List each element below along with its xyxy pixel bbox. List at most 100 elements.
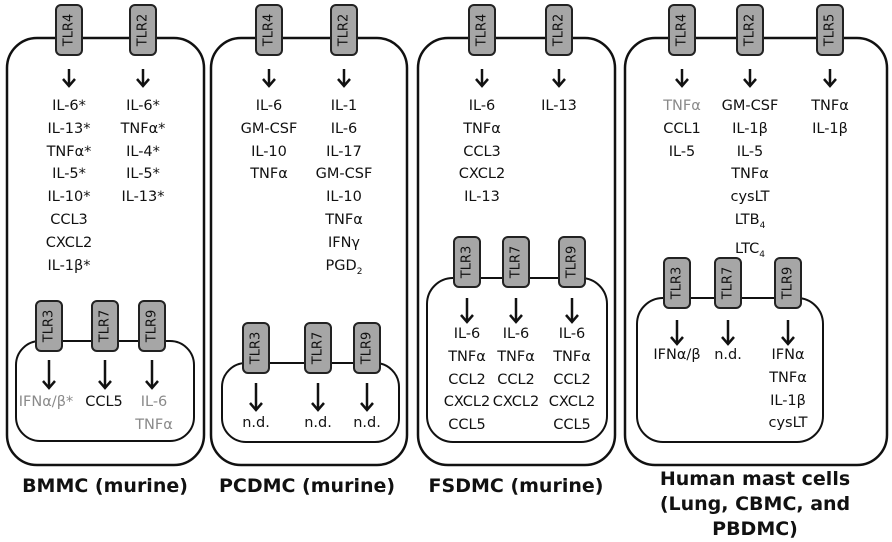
output-item: CCL1 xyxy=(663,120,701,137)
receptor-label: TLR2 xyxy=(743,14,758,48)
receptor-box xyxy=(774,257,802,309)
output-item: CCL5 xyxy=(85,394,123,410)
cell-outline xyxy=(5,36,206,467)
output-item: TNFα xyxy=(553,348,591,365)
receptor-label: TLR7 xyxy=(721,267,736,301)
arrow xyxy=(98,360,112,390)
arrow-head xyxy=(509,314,523,324)
arrow-head xyxy=(460,314,474,324)
output-list-pcdmc-tlr9: n.d. xyxy=(337,412,397,435)
output-item: CCL2 xyxy=(497,371,535,388)
receptor-tlr7: TLR7 xyxy=(714,257,742,309)
output-item: IL-5* xyxy=(52,166,86,183)
arrow-head xyxy=(565,314,579,324)
receptor-box xyxy=(545,4,573,56)
output-list-bmmc-tlr3: IFNα/β* xyxy=(4,391,88,414)
output-list-human-tlr5: TNFα IL-1β xyxy=(790,95,870,141)
arrow xyxy=(509,298,523,324)
output-item: IL-5* xyxy=(126,166,160,183)
receptor-label: TLR2 xyxy=(337,14,352,48)
arrow xyxy=(460,298,474,324)
output-list-bmmc-tlr9: IL-6 TNFα xyxy=(112,391,196,437)
receptor-box xyxy=(35,300,63,352)
output-item: LTB4 xyxy=(700,209,800,238)
arrow xyxy=(262,69,276,88)
receptor-label: TLR4 xyxy=(262,14,277,48)
cell-outline xyxy=(416,36,617,467)
output-item: CXCL2 xyxy=(458,166,506,183)
cell-outline xyxy=(209,36,409,467)
receptor-tlr7: TLR7 xyxy=(502,236,530,288)
output-item: n.d. xyxy=(242,415,270,431)
output-text: LTB xyxy=(734,211,760,228)
arrow xyxy=(675,69,689,88)
receptor-box xyxy=(736,4,764,56)
output-item: IL-13 xyxy=(541,98,577,114)
arrow xyxy=(249,383,263,412)
arrow xyxy=(337,69,351,88)
receptor-tlr5: TLR5 xyxy=(816,4,844,56)
output-item: IL-13* xyxy=(47,120,91,137)
output-item: IL-5 xyxy=(736,143,764,160)
receptor-box xyxy=(558,236,586,288)
output-list-fsdmc-tlr4: IL-6 TNFα CCL3 CXCL2 IL-13 xyxy=(427,95,537,209)
output-text: PGD xyxy=(325,257,357,274)
output-item: IFNα/β xyxy=(653,347,701,363)
receptor-label: TLR3 xyxy=(670,267,685,301)
arrow-head xyxy=(823,78,837,88)
arrow xyxy=(721,320,735,346)
arrow-head xyxy=(743,78,757,88)
receptor-label: TLR3 xyxy=(249,332,264,366)
output-list-human-tlr4: TNFα CCL1 IL-5 xyxy=(632,95,732,163)
output-item: TNFα xyxy=(463,120,501,137)
output-item: IL-1β* xyxy=(47,257,91,274)
receptor-tlr7: TLR7 xyxy=(304,322,332,374)
arrow-head xyxy=(721,336,735,346)
receptor-tlr4: TLR4 xyxy=(668,4,696,56)
receptor-label: TLR9 xyxy=(360,332,375,366)
output-item: IL-13 xyxy=(464,189,500,206)
output-item: IFNα/β* xyxy=(18,394,74,410)
arrow xyxy=(781,320,795,346)
receptor-box xyxy=(242,322,270,374)
output-item: CCL5 xyxy=(448,417,486,434)
output-item: IL-17 xyxy=(326,143,362,160)
output-item: IL-6 xyxy=(453,326,481,342)
output-item: n.d. xyxy=(304,415,332,431)
output-list-human-tlr2: GM-CSF IL-1β IL-5 TNFα cysLT LTB4 LTC4 xyxy=(700,95,800,266)
output-list-human-tlr7: n.d. xyxy=(698,344,758,367)
arrow-head xyxy=(675,78,689,88)
output-item: IL-1β xyxy=(812,120,848,137)
output-item: IL-1β xyxy=(770,392,806,409)
arrow xyxy=(360,383,374,412)
output-item: IL-10* xyxy=(47,189,91,206)
receptor-box xyxy=(353,322,381,374)
receptor-label: TLR7 xyxy=(98,310,113,344)
output-item: IL-6 xyxy=(255,98,283,114)
receptor-box xyxy=(304,322,332,374)
receptor-tlr2: TLR2 xyxy=(129,4,157,56)
receptor-box xyxy=(468,4,496,56)
output-list-fsdmc-tlr7: IL-6 TNFα CCL2 CXCL2 xyxy=(478,323,554,414)
arrow-head xyxy=(670,336,684,346)
output-list-fsdmc-tlr3: IL-6 TNFα CCL2 CXCL2 CCL5 xyxy=(429,323,505,437)
arrow xyxy=(311,383,325,412)
arrow xyxy=(565,298,579,324)
output-item: IL-6 xyxy=(558,326,586,342)
output-item: CCL2 xyxy=(553,371,591,388)
arrow xyxy=(42,360,56,390)
receptor-tlr4: TLR4 xyxy=(468,4,496,56)
arrow xyxy=(62,69,76,88)
output-item: TNFα xyxy=(448,348,486,365)
receptor-box xyxy=(714,257,742,309)
output-item: TNFα xyxy=(135,416,173,433)
output-item: IL-13* xyxy=(121,189,165,206)
arrow-head xyxy=(262,78,276,88)
output-item: IL-6* xyxy=(126,98,160,114)
output-item: TNFα xyxy=(769,369,807,386)
receptor-tlr2: TLR2 xyxy=(330,4,358,56)
output-list-bmmc-tlr2: IL-6* TNFα* IL-4* IL-5* IL-13* xyxy=(88,95,198,209)
receptor-tlr9: TLR9 xyxy=(353,322,381,374)
panel-label-pcdmc: PCDMC (murine) xyxy=(218,475,396,497)
